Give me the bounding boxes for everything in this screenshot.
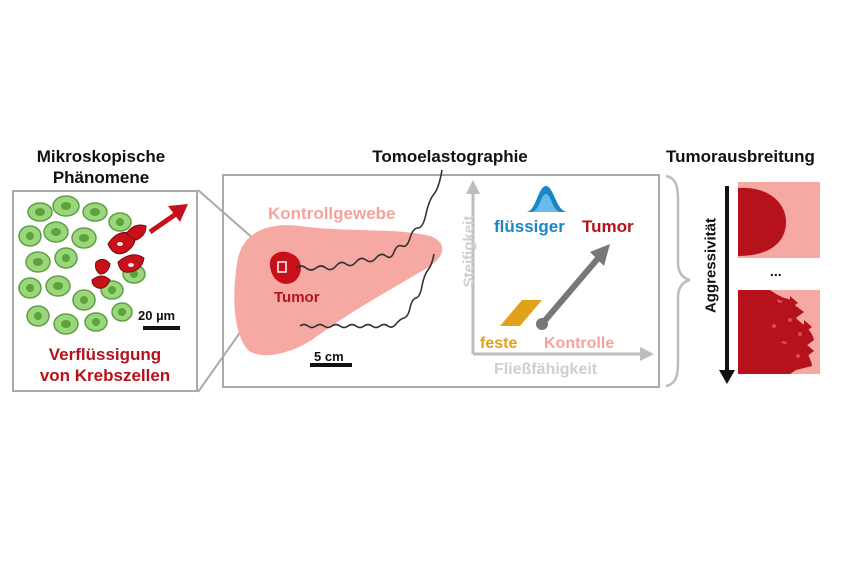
liver-tissue: [234, 225, 443, 356]
spread-ellipsis: ...: [770, 263, 782, 279]
solid-label: feste: [480, 335, 518, 352]
curly-brace: [665, 174, 691, 388]
control-tissue-label: Kontrollgewebe: [268, 204, 396, 223]
solid-icon: [500, 300, 542, 326]
aggressiveness-arrow: [719, 186, 735, 384]
micro-caption-line1: Verflüssigung: [48, 345, 162, 364]
fluid-tumor-label: Tumor: [582, 217, 634, 236]
micro-scale-label: 20 µm: [138, 308, 176, 323]
wave-top: [295, 169, 443, 271]
control-label: Kontrolle: [544, 335, 615, 352]
aggressiveness-axis-label: Aggressivität: [702, 217, 720, 314]
stiffness-axis-label: Steifigkeit: [460, 215, 478, 288]
tomo-panel-title: Tomoelastographie: [372, 147, 528, 166]
progression-arrow: [536, 244, 610, 330]
green-cells: [18, 195, 146, 335]
micro-panel-title-line2: Phänomene: [52, 168, 150, 187]
spread-panel-title: Tumorausbreitung: [666, 147, 815, 166]
spread-top-tumor: [738, 187, 786, 256]
stiffness-fluidity-axes: [466, 180, 654, 361]
spread-bottom-tumor: [738, 290, 814, 374]
fluidity-axis-label: Fließfähigkeit: [494, 361, 598, 378]
micro-caption-line2: von Krebszellen: [39, 366, 171, 385]
migration-arrow: [148, 204, 188, 235]
fluid-icon: [526, 186, 568, 212]
fluid-label: flüssiger: [494, 217, 565, 236]
tomo-scale-label: 5 cm: [314, 349, 344, 364]
wave-bottom: [299, 253, 435, 329]
tumor-roi-marker: [277, 261, 287, 273]
micro-panel-title-line1: Mikroskopische: [36, 147, 166, 166]
tumor-label: Tumor: [274, 289, 320, 306]
